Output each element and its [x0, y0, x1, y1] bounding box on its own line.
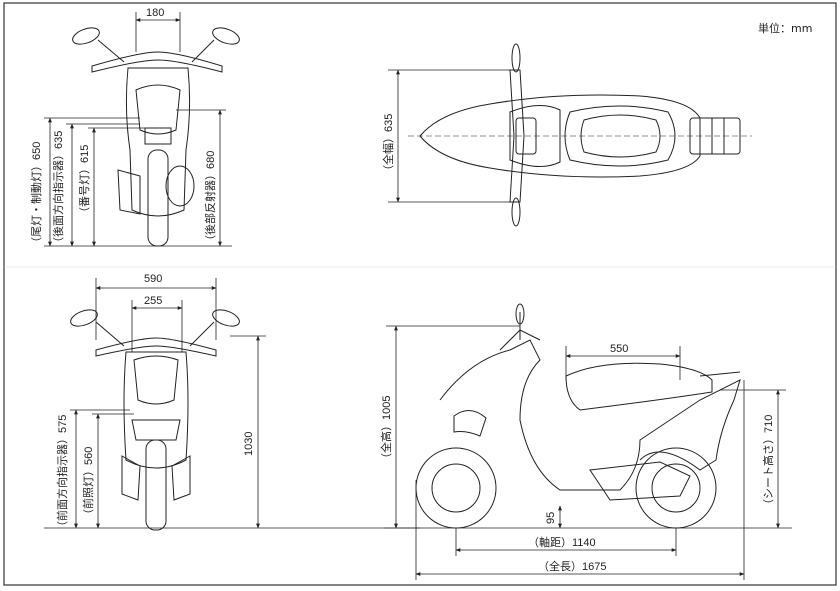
headlamp-height: （前照灯）560 [81, 447, 95, 520]
overall-length: （全長）1675 [538, 559, 606, 573]
front-wheel [415, 447, 497, 529]
top-dims [388, 69, 520, 203]
right-mirror [212, 27, 240, 45]
seat-height: （シート高さ）710 [761, 415, 775, 510]
unit-label: 単位：mm [758, 21, 812, 35]
left-mirror [72, 27, 100, 45]
front-left-mirror [70, 309, 98, 327]
front-view [70, 309, 240, 531]
seat-length-550: 550 [610, 343, 628, 355]
top-view [408, 43, 752, 227]
plate-lamp-height: （番号灯）615 [78, 145, 91, 218]
rear-dims [44, 12, 232, 247]
front-width-255: 255 [144, 295, 162, 307]
tail-lamp-height: （尾灯・制動灯）650 [29, 142, 43, 248]
reflector-height: （後部反射器）680 [203, 151, 217, 246]
ground-clearance-95: 95 [545, 512, 557, 524]
front-dims [44, 278, 420, 529]
rear-width-180: 180 [146, 7, 164, 19]
front-width-590: 590 [144, 273, 162, 285]
wheelbase: （軸距）1140 [528, 535, 596, 549]
side-view [415, 303, 741, 529]
overall-width: （全幅）635 [381, 114, 395, 176]
rear-turn-height: （後面方向指示器）635 [51, 131, 65, 248]
overall-height: （全高）1005 [379, 396, 393, 464]
front-turn-height: （前面方向指示器）575 [55, 415, 69, 532]
front-right-mirror [212, 309, 240, 327]
side-dims [384, 325, 792, 580]
front-height-1030: 1030 [243, 432, 255, 456]
rear-wheel [635, 447, 717, 529]
drawing-frame [3, 2, 837, 586]
